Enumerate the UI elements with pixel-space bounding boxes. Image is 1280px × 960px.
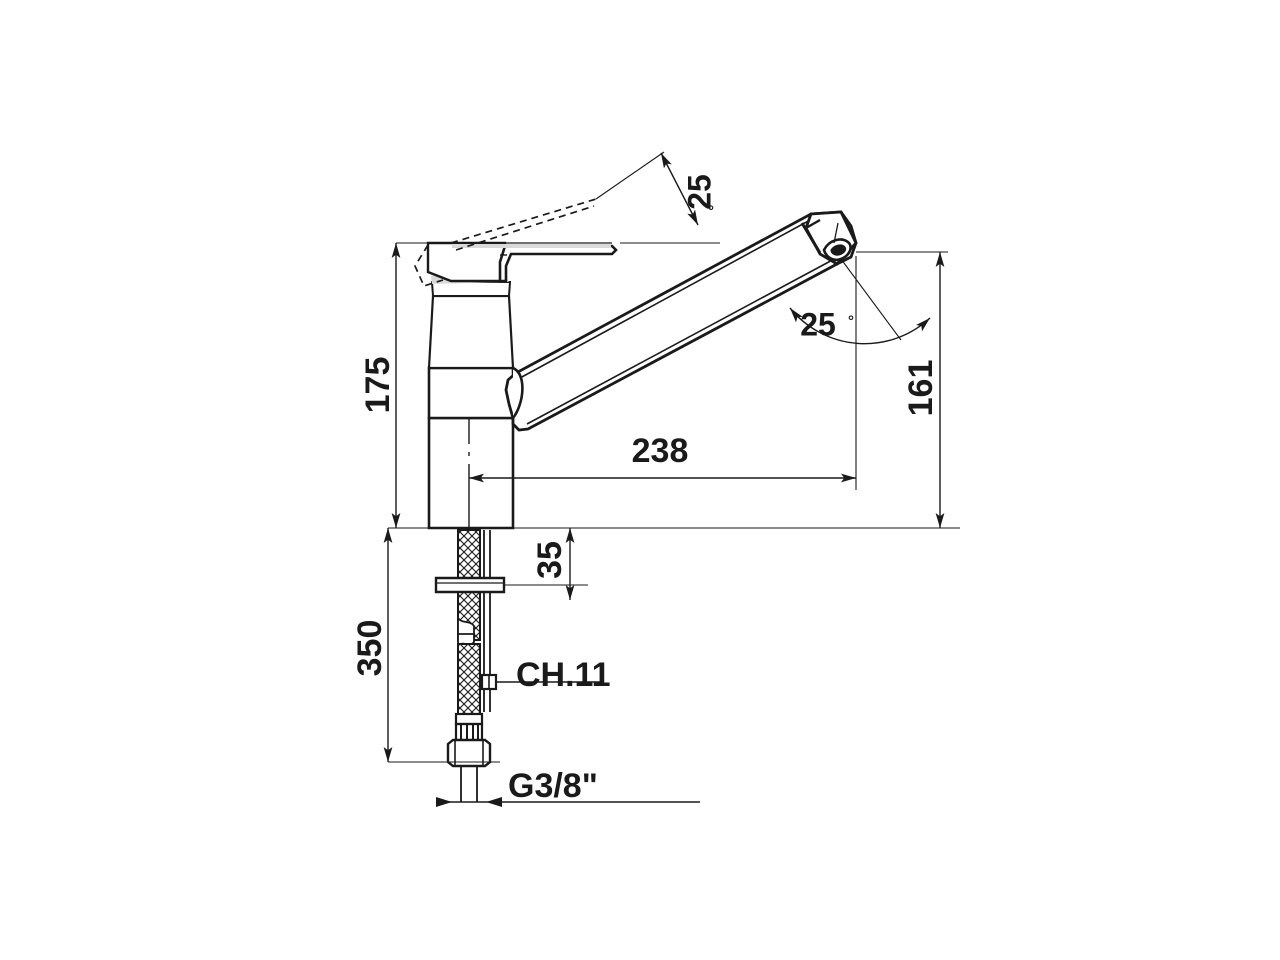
braided-hose-lower — [457, 643, 481, 715]
spout-lower-edge-line — [526, 256, 839, 425]
g38-arrow-left — [436, 797, 452, 807]
aerator-leader-tick — [833, 222, 839, 244]
dim-175: 175 — [359, 243, 401, 528]
angle-25-spout-value: 25 — [800, 306, 836, 342]
spout-tube — [504, 210, 858, 432]
angle-25-spout-arc — [789, 307, 931, 345]
dim-350: 350 — [351, 528, 393, 762]
dim-161: 161 — [856, 251, 948, 528]
angle-25-spout-degree-symbol: ° — [848, 313, 854, 330]
spout-upper-edge-line — [519, 218, 813, 379]
aerator-inner — [830, 244, 847, 256]
faucet-base-barrel — [427, 416, 515, 530]
dim-35: 35 — [504, 528, 588, 600]
spout-cap-seam — [805, 218, 821, 230]
angle-25-spout: 25 ° — [789, 258, 931, 345]
angle-25-lever-degree-symbol: ° — [708, 203, 714, 220]
angle-25-spout-leg-angled — [840, 258, 902, 341]
dim-35-value: 35 — [531, 541, 569, 579]
hose-ferrule-collar — [454, 712, 484, 726]
lever-handle-bar — [498, 244, 618, 283]
lever-raised-ghost-bar-top — [450, 198, 597, 244]
angle-25-lever-arc — [660, 152, 699, 226]
faucet-body-group — [414, 198, 858, 802]
dim-161-value: 161 — [902, 360, 940, 417]
dim-350-value: 350 — [351, 620, 389, 677]
ch11-label: CH.11 — [516, 656, 611, 694]
lever-head-block — [426, 241, 507, 283]
faucet-cap-collar — [430, 281, 512, 297]
g38-label: G3/8" — [508, 767, 598, 805]
angle-25-lever-value: 25 — [681, 174, 717, 210]
dimension-layer: 175 350 238 161 35 25 — [351, 151, 960, 807]
angle-25-lever-leg-open — [595, 151, 665, 200]
label-ch11: CH.11 — [496, 656, 611, 694]
faucet-mid-barrel — [427, 366, 515, 420]
hose-ferrule-ribs — [460, 724, 479, 740]
spout-cap-ring — [800, 222, 822, 254]
angle-25-lever: 25 ° — [595, 151, 717, 226]
lever-raised-ghost-head — [414, 244, 444, 288]
faucet-upper-barrel — [427, 294, 515, 370]
dim-175-value: 175 — [359, 357, 397, 414]
lever-top-highlight — [452, 244, 611, 248]
dim-238: 238 — [469, 256, 857, 490]
g38-arrow-right — [486, 797, 502, 807]
dim-238-value: 238 — [632, 432, 689, 470]
mounting-flange — [434, 576, 506, 594]
spout-barrel-blend — [511, 366, 524, 419]
label-g38: G3/8" — [436, 767, 700, 807]
